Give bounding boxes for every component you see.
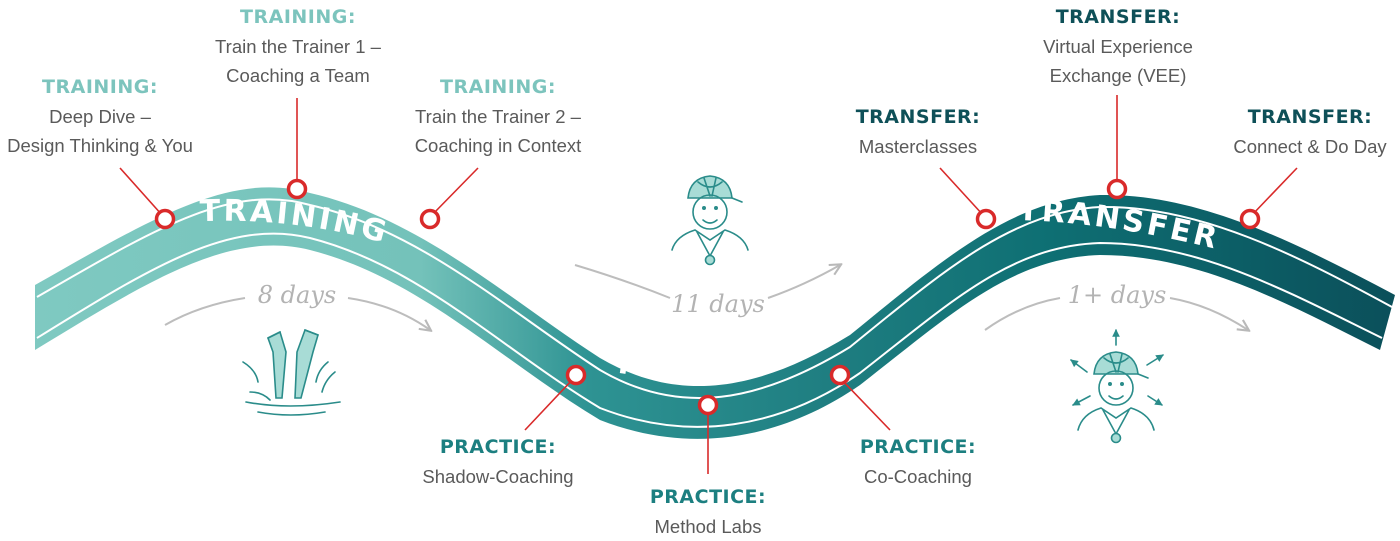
duration-arrow-practice-left — [574, 264, 671, 299]
milestone-text-line: Coaching a Team — [226, 65, 370, 86]
milestone-marker-vee — [1106, 178, 1128, 200]
milestone-marker-deep-dive — [154, 208, 176, 230]
leader-line-masterclasses — [939, 167, 984, 216]
flippers-splash-icon — [242, 328, 341, 416]
milestone-heading: TRAINING: — [42, 76, 158, 98]
milestone-text-line: Virtual Experience — [1043, 36, 1193, 57]
milestone-label-connect-do-day: TRANSFER: Connect & Do Day — [1220, 103, 1400, 161]
milestone-text-line: Deep Dive – — [49, 106, 151, 127]
leader-line-deep-dive — [119, 167, 163, 216]
duration-arrow-practice-right — [767, 265, 840, 299]
leader-line-shadow-coaching — [524, 377, 575, 431]
milestone-label-train-the-trainer-1: TRAINING: Train the Trainer 1 – Coaching … — [200, 3, 396, 90]
milestone-marker-train-the-trainer-2 — [419, 208, 441, 230]
milestone-marker-masterclasses — [975, 208, 997, 230]
coach-radiating-icon — [1070, 329, 1164, 444]
milestone-label-masterclasses: TRANSFER: Masterclasses — [820, 103, 1016, 161]
coach-with-whistle-icon — [671, 175, 749, 266]
milestone-heading: PRACTICE: — [649, 486, 767, 508]
milestone-text-line: Connect & Do Day — [1233, 136, 1387, 157]
milestone-text-line: Shadow-Coaching — [422, 466, 574, 487]
milestone-heading: TRANSFER: — [1247, 106, 1373, 128]
milestone-marker-connect-do-day — [1239, 208, 1261, 230]
milestone-text-line: Coaching in Context — [414, 135, 582, 156]
milestone-label-co-coaching: PRACTICE: Co-Coaching — [820, 433, 1016, 491]
milestone-heading: PRACTICE: — [859, 436, 977, 458]
duration-arrow-training-right — [347, 297, 430, 330]
duration-label-transfer: 1+ days — [1068, 281, 1167, 309]
leader-line-connect-do-day — [1251, 167, 1298, 216]
milestone-label-shadow-coaching: PRACTICE: Shadow-Coaching — [400, 433, 596, 491]
duration-arrows — [164, 264, 1248, 331]
milestone-text-line: Co-Coaching — [864, 466, 972, 487]
leader-lines — [119, 95, 1298, 474]
milestone-label-method-labs: PRACTICE: Method Labs — [610, 483, 806, 541]
milestone-text-line: Train the Trainer 1 – — [215, 36, 381, 57]
milestone-heading: TRANSFER: — [1055, 6, 1181, 28]
milestone-marker-shadow-coaching — [565, 364, 587, 386]
milestone-text-line: Design Thinking & You — [7, 135, 193, 156]
duration-label-training: 8 days — [258, 281, 336, 309]
milestone-marker-train-the-trainer-1 — [286, 178, 308, 200]
milestone-heading: TRAINING: — [440, 76, 556, 98]
leader-line-co-coaching — [839, 377, 891, 431]
leader-line-train-the-trainer-2 — [431, 167, 479, 216]
milestone-text-line: Exchange (VEE) — [1049, 65, 1187, 86]
milestone-label-train-the-trainer-2: TRAINING: Train the Trainer 2 – Coaching … — [400, 73, 596, 160]
milestone-text-line: Train the Trainer 2 – — [415, 106, 581, 127]
duration-arrow-transfer-left — [984, 297, 1061, 331]
duration-arrow-transfer-right — [1169, 297, 1248, 330]
duration-label-practice: 11 days — [671, 290, 765, 318]
milestone-heading: TRAINING: — [240, 6, 356, 28]
milestone-marker-method-labs — [697, 394, 719, 416]
milestone-text-line: Masterclasses — [858, 136, 978, 157]
milestone-label-deep-dive: TRAINING: Deep Dive – Design Thinking & Y… — [0, 73, 200, 160]
duration-arrow-training-left — [164, 297, 246, 326]
milestone-marker-co-coaching — [829, 364, 851, 386]
milestone-heading: TRANSFER: — [855, 106, 981, 128]
milestone-text-line: Method Labs — [654, 516, 762, 537]
milestone-heading: PRACTICE: — [439, 436, 557, 458]
